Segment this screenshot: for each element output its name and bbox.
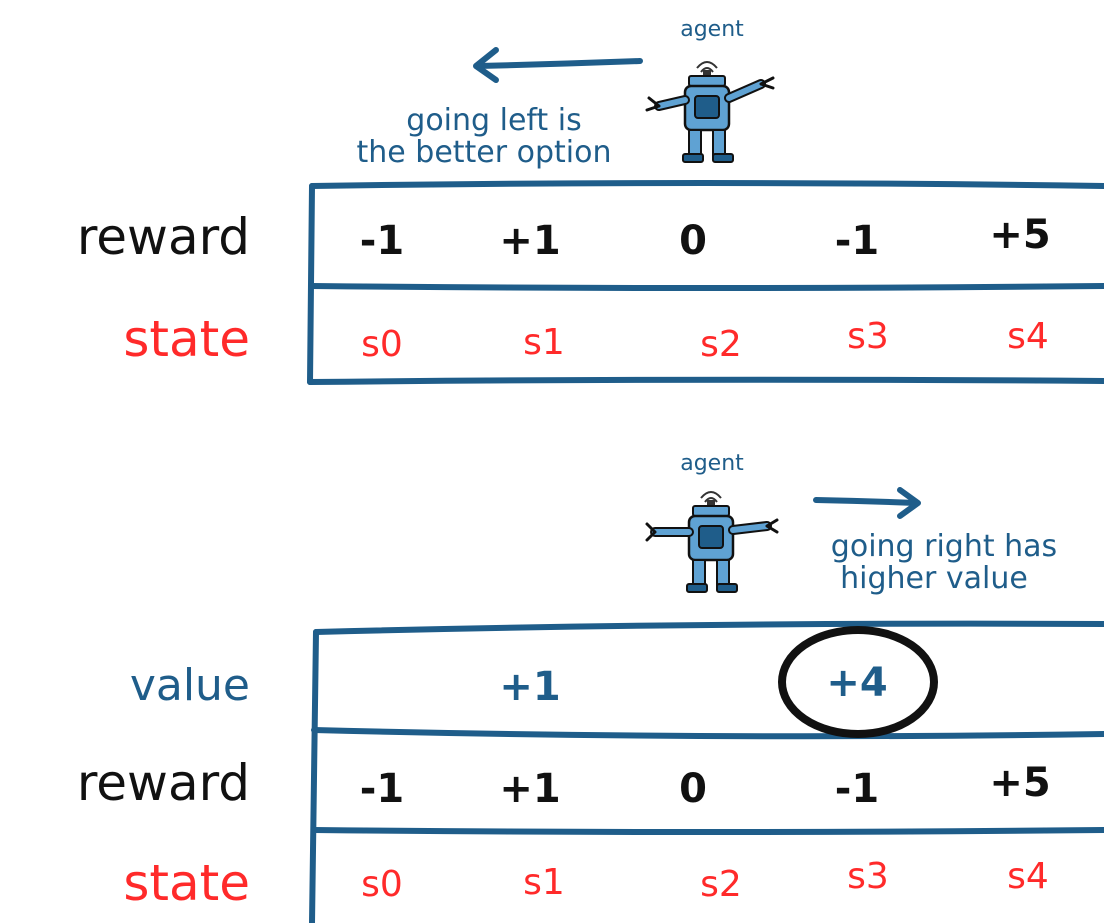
bottom-state-cell: s3 — [847, 856, 889, 897]
arrow-left-icon — [473, 47, 643, 83]
bottom-reward-label: reward — [77, 754, 250, 812]
top-caption-line2: the better option — [357, 135, 612, 170]
bottom-reward-cell: -1 — [360, 766, 404, 812]
top-state-cell: s1 — [523, 322, 565, 363]
top-panel: agent going left is the better option — [77, 17, 1104, 385]
robot-agent-icon — [645, 491, 779, 593]
bottom-agent-label: agent — [680, 451, 744, 476]
top-reward-cell: 0 — [679, 218, 707, 264]
top-reward-cell: +1 — [499, 218, 560, 264]
bottom-table — [309, 620, 1104, 923]
top-table — [307, 180, 1104, 385]
bottom-value-cell: +1 — [499, 664, 560, 710]
bottom-state-cell: s2 — [700, 864, 742, 905]
top-state-label: state — [123, 310, 250, 368]
bottom-state-cell: s1 — [523, 862, 565, 903]
bottom-reward-cell: 0 — [679, 766, 707, 812]
top-agent-label: agent — [680, 17, 744, 42]
bottom-reward-cell: +5 — [989, 760, 1050, 806]
top-reward-cell: -1 — [360, 218, 404, 264]
bottom-state-label: state — [123, 854, 250, 912]
robot-agent-icon — [645, 61, 775, 163]
top-reward-cell: -1 — [835, 218, 879, 264]
bottom-panel: agent going right has higher — [77, 451, 1104, 923]
bottom-caption-line1: going right has — [831, 529, 1057, 564]
top-reward-cell: +5 — [989, 212, 1050, 258]
top-state-cell: s3 — [847, 316, 889, 357]
highlight-circle — [778, 626, 938, 738]
bottom-value-cell: +4 — [826, 660, 887, 706]
top-state-cell: s0 — [361, 324, 403, 365]
bottom-reward-cell: +1 — [499, 766, 560, 812]
top-state-cell: s4 — [1007, 316, 1049, 357]
bottom-state-cell: s4 — [1007, 856, 1049, 897]
bottom-state-cell: s0 — [361, 864, 403, 905]
top-state-cell: s2 — [700, 324, 742, 365]
bottom-reward-cell: -1 — [835, 766, 879, 812]
arrow-right-icon — [813, 487, 921, 519]
bottom-value-label: value — [130, 660, 250, 711]
top-reward-label: reward — [77, 208, 250, 266]
top-caption-line1: going left is — [406, 103, 581, 138]
bottom-caption-line2: higher value — [840, 561, 1028, 596]
